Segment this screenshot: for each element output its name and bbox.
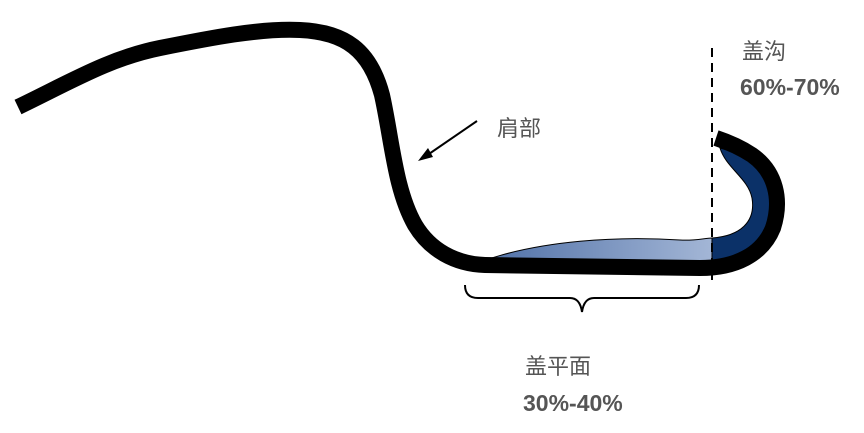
arrow-icon (418, 120, 478, 161)
flat-label: 盖平面 (525, 355, 592, 380)
groove-label: 盖沟 (742, 40, 787, 65)
shoulder-label: 肩部 (497, 117, 542, 142)
flat-region-brace (464, 284, 700, 313)
flat-region-fill (479, 237, 713, 263)
groove-percentage: 60%-70% (740, 74, 840, 100)
flat-percentage: 30%-40% (523, 390, 623, 416)
cap-profile-outline (14, 21, 785, 277)
